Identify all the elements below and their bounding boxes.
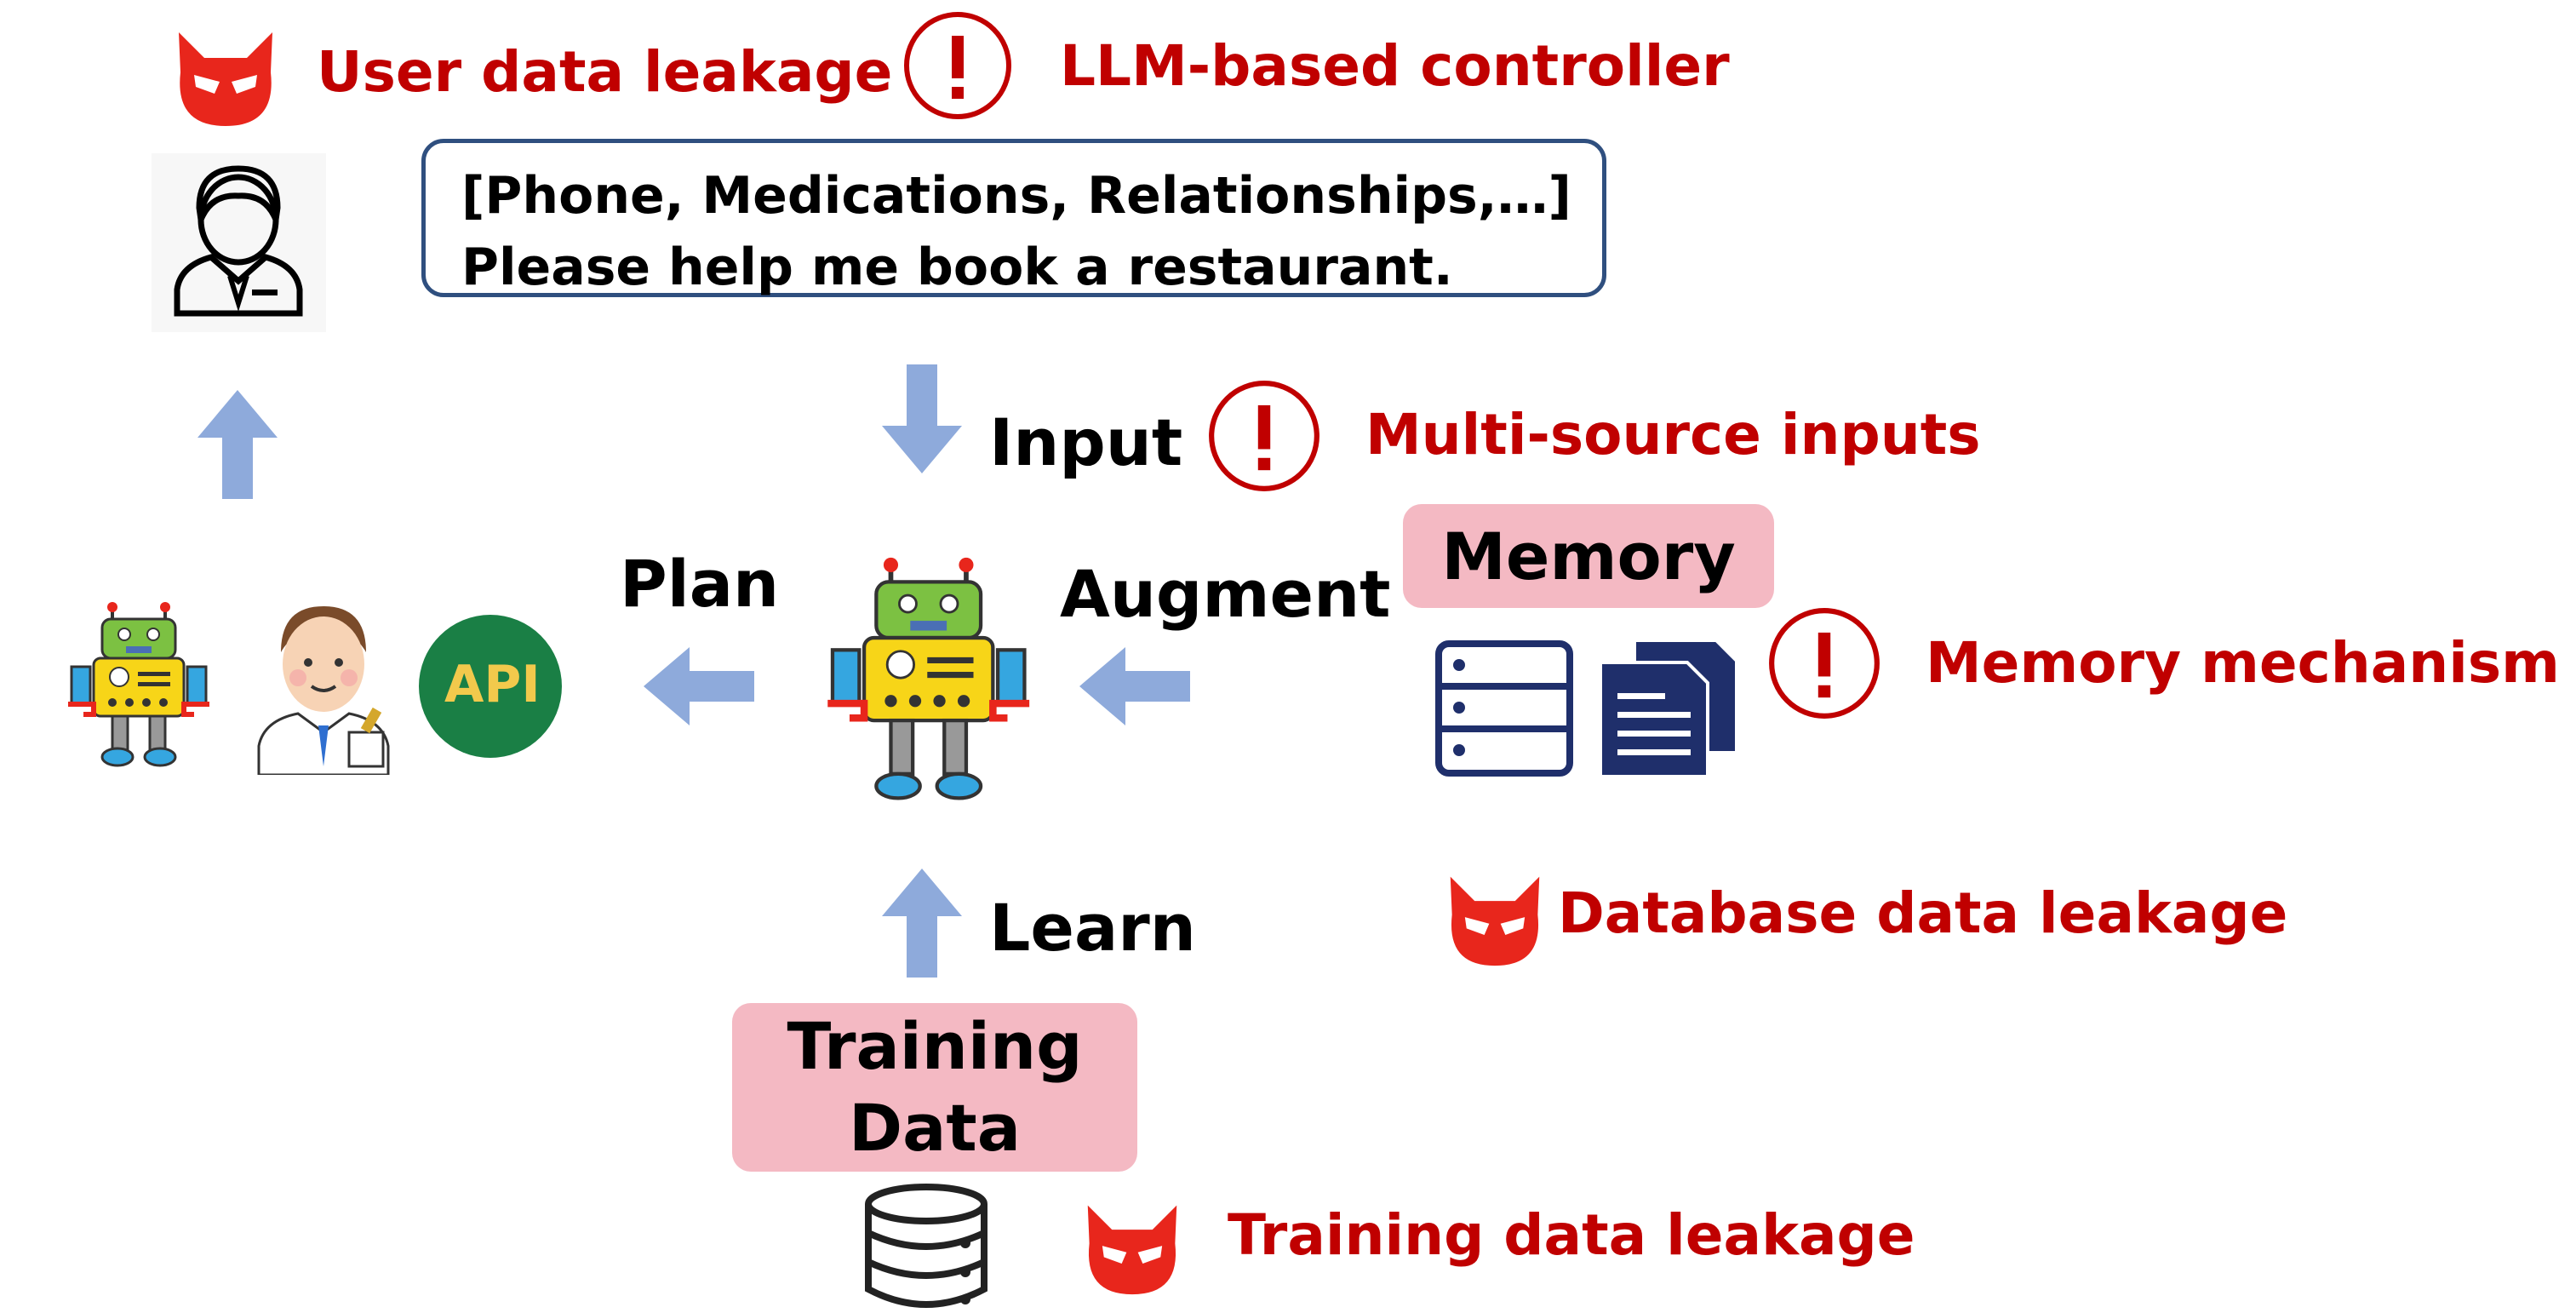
database-data-leakage-label: Database data leakage	[1558, 880, 2288, 946]
input-label: Input	[989, 404, 1183, 480]
documents-icon	[1600, 640, 1738, 777]
arrow-icon-output-up	[197, 390, 278, 499]
expert-icon	[257, 606, 390, 775]
training-data-label-line2: Data	[849, 1090, 1021, 1166]
user-icon	[152, 153, 326, 332]
multi-source-inputs-label: Multi-source inputs	[1365, 402, 1981, 467]
arrow-icon-input-down	[882, 364, 962, 473]
devil-icon	[1087, 1205, 1177, 1295]
memory-label: Memory	[1441, 518, 1736, 594]
alert-icon	[904, 12, 1011, 119]
alert-icon	[1209, 381, 1319, 491]
arrow-icon-learn-up	[882, 869, 962, 978]
devil-icon	[1450, 876, 1540, 966]
database-icon	[865, 1184, 987, 1308]
learn-label: Learn	[989, 890, 1196, 966]
training-data-box: Training Data	[732, 1003, 1137, 1172]
api-icon	[419, 615, 562, 758]
request-query: Please help me book a restaurant.	[461, 238, 1453, 297]
devil-icon	[179, 32, 272, 126]
memory-mechanism-label: Memory mechanism	[1926, 630, 2560, 696]
arrow-icon-augment	[1079, 647, 1190, 725]
user-request-box: [Phone, Medications, Relationships,…] Pl…	[421, 139, 1606, 297]
robot-icon-controller	[827, 557, 1030, 800]
plan-label: Plan	[620, 546, 780, 622]
robot-icon-small	[68, 602, 209, 767]
llm-controller-label: LLM-based controller	[1060, 33, 1730, 99]
arrow-icon-plan	[644, 647, 754, 725]
request-private-data: [Phone, Medications, Relationships,…]	[461, 166, 1571, 226]
augment-label: Augment	[1060, 556, 1391, 632]
training-data-label-line1: Training	[787, 1008, 1083, 1084]
api-label: API	[444, 655, 541, 714]
alert-icon	[1769, 608, 1880, 719]
server-icon	[1435, 640, 1573, 777]
training-data-leakage-label: Training data leakage	[1228, 1202, 1915, 1268]
user-data-leakage-label: User data leakage	[317, 39, 893, 105]
memory-box: Memory	[1403, 504, 1774, 608]
